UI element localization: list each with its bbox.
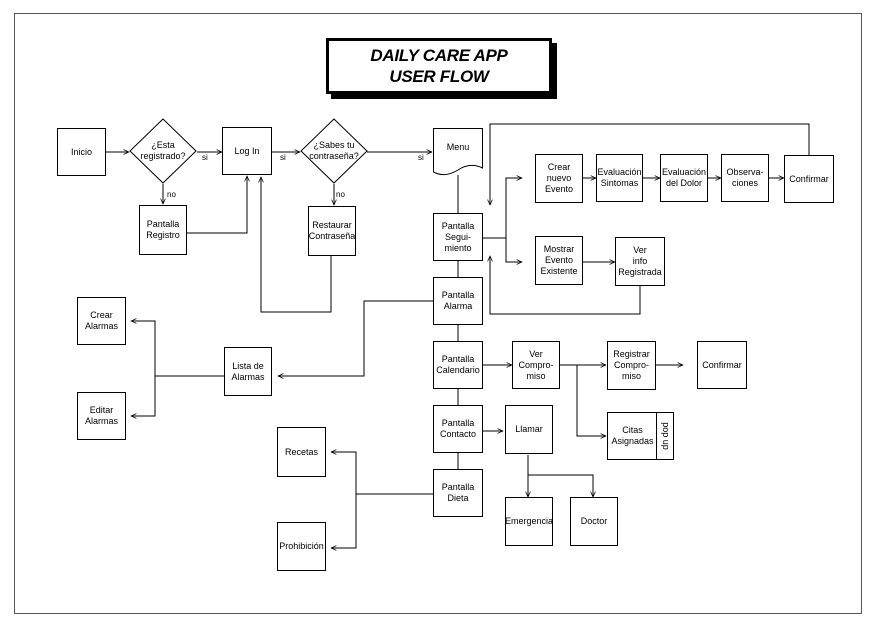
edge-lista-crear (131, 321, 156, 376)
node-pantalla-contacto: Pantalla Contacto (433, 405, 483, 453)
edge-llamar-doctor (528, 474, 593, 497)
node-pantalla-dieta: Pantalla Dieta (433, 469, 483, 517)
node-pantalla-registro: Pantalla Registro (139, 205, 187, 255)
edge-alarma-lista (278, 300, 434, 376)
node-evaluacion-dolor: Evaluación del Dolor (660, 154, 708, 202)
node-evaluacion-sintomas: Evaluación Sintomas (596, 154, 643, 202)
diagram-title: DAILY CARE APP USER FLOW (326, 38, 552, 94)
edge-label-no-registrado: no (167, 190, 176, 199)
node-citas-asignadas-label: Citas Asignadas (611, 425, 654, 446)
node-menu-label: Menu (446, 142, 470, 152)
node-confirmar-evento: Confirmar (784, 155, 834, 203)
edge-dieta-prohibicion (331, 494, 357, 548)
node-login: Log In (222, 127, 272, 175)
node-editar-alarmas: Editar Alarmas (77, 392, 126, 440)
edge-registro-login (186, 176, 247, 234)
decision-esta-registrado: ¿Esta registrado? (129, 118, 197, 184)
node-doctor: Doctor (570, 497, 618, 546)
edge-label-no-contrasena: no (336, 190, 345, 199)
edge-confirmar-seguimiento (490, 123, 810, 205)
decision-sabes-contrasena: ¿Sabes tu contraseña? (300, 118, 368, 184)
page-frame (14, 13, 862, 614)
node-registrar-compromiso: Registrar Compro- miso (607, 341, 656, 390)
edge-seguimiento-mostrar (505, 238, 522, 262)
edge-verinfo-seguimiento (490, 256, 641, 315)
node-observaciones: Observa- ciones (721, 154, 769, 202)
node-confirmar-compromiso: Confirmar (697, 341, 747, 389)
pop-up-label: pop up (661, 422, 671, 450)
node-inicio: Inicio (57, 128, 106, 176)
edge-ver-citas (576, 365, 606, 436)
edge-dieta-recetas (331, 452, 357, 494)
pop-up-tag: pop up (656, 412, 675, 460)
node-ver-info: Ver info Registrada (615, 237, 665, 286)
edge-seguimiento-crear (482, 178, 522, 239)
node-crear-evento: Crear nuevo Evento (535, 154, 583, 203)
node-recetas: Recetas (277, 427, 326, 477)
node-citas-asignadas: Citas Asignadas (607, 412, 674, 460)
node-mostrar-evento: Mostrar Evento Existente (535, 236, 583, 285)
edge-restaurar-login (261, 177, 332, 313)
node-ver-compromiso: Ver Compro- miso (512, 341, 560, 389)
edge-label-si-login: si (280, 153, 286, 162)
node-pantalla-seguimiento: Pantalla Segui- miento (433, 213, 483, 261)
node-emergencia: Emergencia (505, 497, 553, 546)
title-line-2: USER FLOW (389, 67, 489, 86)
node-pantalla-calendario: Pantalla Calendario (433, 341, 483, 389)
node-prohibicion: Prohibición (277, 522, 326, 571)
node-restaurar-contrasena: Restaurar Contraseña (308, 206, 356, 256)
node-crear-alarmas: Crear Alarmas (77, 297, 126, 345)
node-llamar: Llamar (505, 405, 553, 454)
decision-sabes-contrasena-label: ¿Sabes tu contraseña? (309, 140, 359, 161)
edge-label-si-contrasena: si (418, 153, 424, 162)
node-menu: Menu (433, 128, 483, 178)
edge-lista-editar (131, 376, 156, 416)
decision-esta-registrado-label: ¿Esta registrado? (140, 140, 186, 161)
edge-label-si-registrado: si (202, 153, 208, 162)
title-line-1: DAILY CARE APP (370, 46, 508, 65)
node-lista-alarmas: Lista de Alarmas (224, 347, 272, 396)
node-pantalla-alarma: Pantalla Alarma (433, 277, 483, 325)
